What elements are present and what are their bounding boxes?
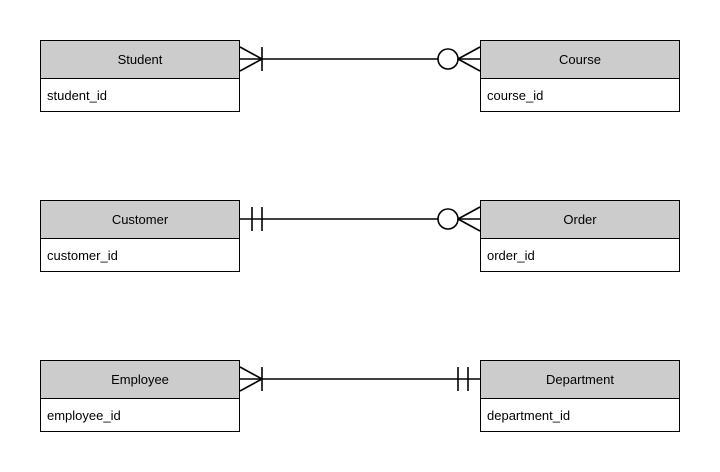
crowsfoot-icon-student [239,46,263,72]
crowsfoot-icon-order [457,206,481,232]
entity-attribute-student-id: student_id [41,79,239,111]
entity-title-department: Department [481,361,679,399]
exactly-one-bars-icon-department [457,367,469,391]
entity-attribute-order-id: order_id [481,239,679,271]
entity-box-order[interactable]: Order order_id [480,200,680,272]
entity-box-customer[interactable]: Customer customer_id [40,200,240,272]
entity-box-student[interactable]: Student student_id [40,40,240,112]
crowsfoot-icon-course [457,46,481,72]
entity-attribute-customer-id: customer_id [41,239,239,271]
entity-box-employee[interactable]: Employee employee_id [40,360,240,432]
entity-attribute-department-id: department_id [481,399,679,431]
entity-box-department[interactable]: Department department_id [480,360,680,432]
entity-title-student: Student [41,41,239,79]
entity-attribute-course-id: course_id [481,79,679,111]
entity-title-course: Course [481,41,679,79]
exactly-one-bars-icon-customer [251,207,263,231]
crowsfoot-icon-employee [239,366,263,392]
entity-title-customer: Customer [41,201,239,239]
entity-title-order: Order [481,201,679,239]
connector-student-course [239,46,481,72]
entity-box-course[interactable]: Course course_id [480,40,680,112]
connector-customer-order [240,206,481,232]
entity-title-employee: Employee [41,361,239,399]
entity-attribute-employee-id: employee_id [41,399,239,431]
zero-circle-icon-order [437,208,459,230]
connector-employee-department [239,366,480,392]
zero-circle-icon-course [437,48,459,70]
